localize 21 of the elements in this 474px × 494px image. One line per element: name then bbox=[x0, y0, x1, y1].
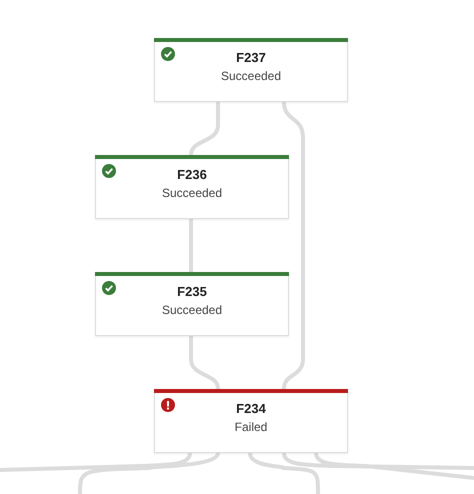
connector-line bbox=[0, 452, 192, 472]
build-status: Failed bbox=[234, 419, 268, 436]
build-card bbox=[95, 272, 289, 336]
build-name: F236 bbox=[177, 166, 207, 184]
connector-line bbox=[314, 452, 474, 480]
build-status: Succeeded bbox=[162, 302, 222, 319]
build-card bbox=[154, 389, 348, 453]
build-name: F234 bbox=[236, 400, 266, 418]
connector-line bbox=[189, 219, 193, 272]
build-name: F237 bbox=[236, 49, 266, 67]
build-status: Succeeded bbox=[220, 68, 282, 85]
build-status: Succeeded bbox=[162, 185, 222, 202]
build-card bbox=[95, 155, 289, 219]
connector-line bbox=[282, 452, 474, 470]
connector-line bbox=[78, 452, 220, 494]
build-card bbox=[154, 38, 348, 102]
connector-line bbox=[282, 102, 305, 390]
connector-line bbox=[248, 452, 320, 494]
build-name: F235 bbox=[177, 283, 207, 301]
connector-line bbox=[189, 102, 220, 156]
connector-line bbox=[189, 336, 220, 390]
